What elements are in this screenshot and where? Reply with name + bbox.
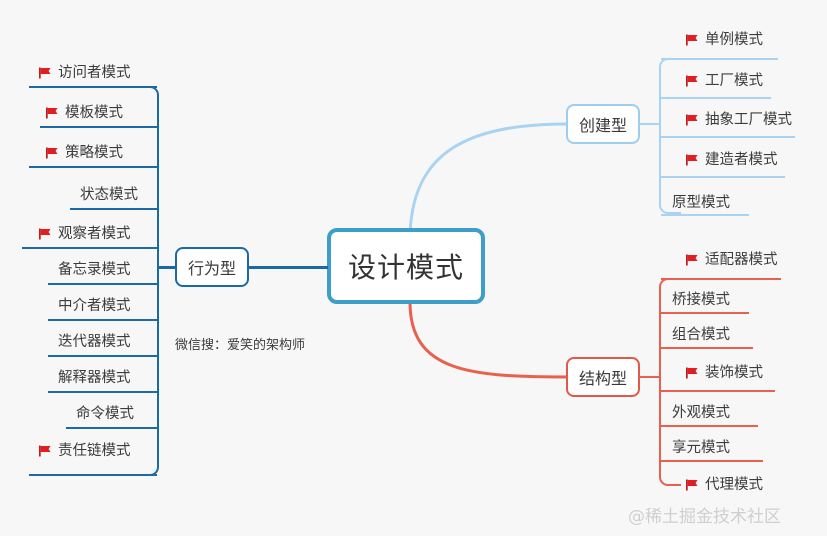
root-node[interactable]: 设计模式 [327,228,485,304]
item-structural-0[interactable]: 适配器模式 [685,253,778,268]
item-label: 代理模式 [705,477,763,493]
caption-text: 微信搜：爱笑的架构师 [175,338,306,353]
branch-node-behavioral-label: 行为型 [187,259,236,278]
branch-node-creational[interactable]: 创建型 [566,104,640,144]
item-label: 状态模式 [80,187,138,203]
item-creational-0[interactable]: 单例模式 [685,33,763,48]
underline-behavioral-1 [40,126,157,128]
underline-behavioral-2 [29,166,157,168]
item-creational-2[interactable]: 抽象工厂模式 [685,113,792,128]
item-label: 访问者模式 [58,65,131,81]
branch-node-behavioral[interactable]: 行为型 [175,247,249,287]
red-flag-icon [38,66,52,80]
item-structural-2[interactable]: 组合模式 [672,328,730,343]
item-creational-4[interactable]: 原型模式 [672,196,730,211]
item-label: 中介者模式 [58,298,131,314]
item-behavioral-0[interactable]: 访问者模式 [38,66,131,81]
underline-behavioral-7 [48,355,157,357]
underline-creational-0 [661,58,778,60]
item-behavioral-4[interactable]: 观察者模式 [38,227,131,242]
root-node-label: 设计模式 [347,251,464,284]
underline-behavioral-8 [48,391,157,393]
underline-creational-4 [661,214,749,216]
connector-creational-to-spine [639,123,661,125]
curve-root-to-creational [408,122,570,242]
red-flag-icon [685,113,699,127]
spine-behavioral [137,86,159,476]
item-behavioral-3[interactable]: 状态模式 [80,188,138,203]
underline-structural-3 [661,390,775,392]
item-label: 单例模式 [705,32,763,48]
item-structural-1[interactable]: 桥接模式 [672,293,730,308]
connector-behavioral-to-spine [157,266,177,269]
item-behavioral-6[interactable]: 中介者模式 [58,299,131,314]
curve-root-to-structural [408,300,570,379]
item-label: 外观模式 [672,405,730,421]
item-label: 命令模式 [76,406,134,422]
item-label: 装饰模式 [705,365,763,381]
item-behavioral-2[interactable]: 策略模式 [45,146,123,161]
item-label: 策略模式 [65,145,123,161]
red-flag-icon [38,444,52,458]
red-flag-icon [45,106,59,120]
item-structural-3[interactable]: 装饰模式 [685,366,763,381]
item-label: 桥接模式 [672,292,730,308]
underline-structural-0 [661,278,781,280]
item-label: 观察者模式 [58,226,131,242]
item-label: 迭代器模式 [58,334,131,350]
item-structural-6[interactable]: 代理模式 [685,478,763,493]
underline-structural-2 [661,347,753,349]
item-label: 备忘录模式 [58,262,131,278]
item-creational-3[interactable]: 建造者模式 [685,153,778,168]
item-label: 抽象工厂模式 [705,112,792,128]
branch-node-creational-label: 创建型 [578,116,627,135]
item-creational-1[interactable]: 工厂模式 [685,74,763,89]
underline-structural-4 [661,425,758,427]
item-behavioral-7[interactable]: 迭代器模式 [58,335,131,350]
watermark-text: @稀土掘金技术社区 [628,507,781,527]
red-flag-icon [685,478,699,492]
red-flag-icon [685,74,699,88]
item-behavioral-10[interactable]: 责任链模式 [38,444,131,459]
underline-creational-1 [661,97,771,99]
underline-behavioral-3 [70,208,157,210]
item-structural-5[interactable]: 享元模式 [672,441,730,456]
item-behavioral-9[interactable]: 命令模式 [76,407,134,422]
red-flag-icon [685,253,699,267]
item-label: 建造者模式 [705,152,778,168]
red-flag-icon [685,366,699,380]
connector-behavioral-to-root [248,266,328,269]
underline-behavioral-9 [66,427,157,429]
red-flag-icon [685,153,699,167]
red-flag-icon [45,146,59,160]
item-label: 原型模式 [672,195,730,211]
item-behavioral-1[interactable]: 模板模式 [45,106,123,121]
connector-structural-to-spine [639,376,661,378]
underline-behavioral-10 [29,474,157,476]
item-label: 适配器模式 [705,252,778,268]
item-label: 解释器模式 [58,370,131,386]
item-behavioral-8[interactable]: 解释器模式 [58,371,131,386]
underline-creational-2 [661,136,795,138]
item-label: 责任链模式 [58,443,131,459]
underline-behavioral-5 [48,283,157,285]
item-label: 工厂模式 [705,73,763,89]
item-label: 组合模式 [672,327,730,343]
underline-structural-5 [661,460,763,462]
red-flag-icon [685,33,699,47]
underline-behavioral-4 [22,247,157,249]
underline-behavioral-0 [29,86,157,88]
underline-behavioral-6 [48,319,157,321]
branch-node-structural[interactable]: 结构型 [566,357,640,397]
item-behavioral-5[interactable]: 备忘录模式 [58,263,131,278]
item-structural-4[interactable]: 外观模式 [672,406,730,421]
item-label: 模板模式 [65,105,123,121]
red-flag-icon [38,227,52,241]
item-label: 享元模式 [672,440,730,456]
underline-structural-1 [661,312,749,314]
underline-creational-3 [661,176,785,178]
branch-node-structural-label: 结构型 [578,369,627,388]
